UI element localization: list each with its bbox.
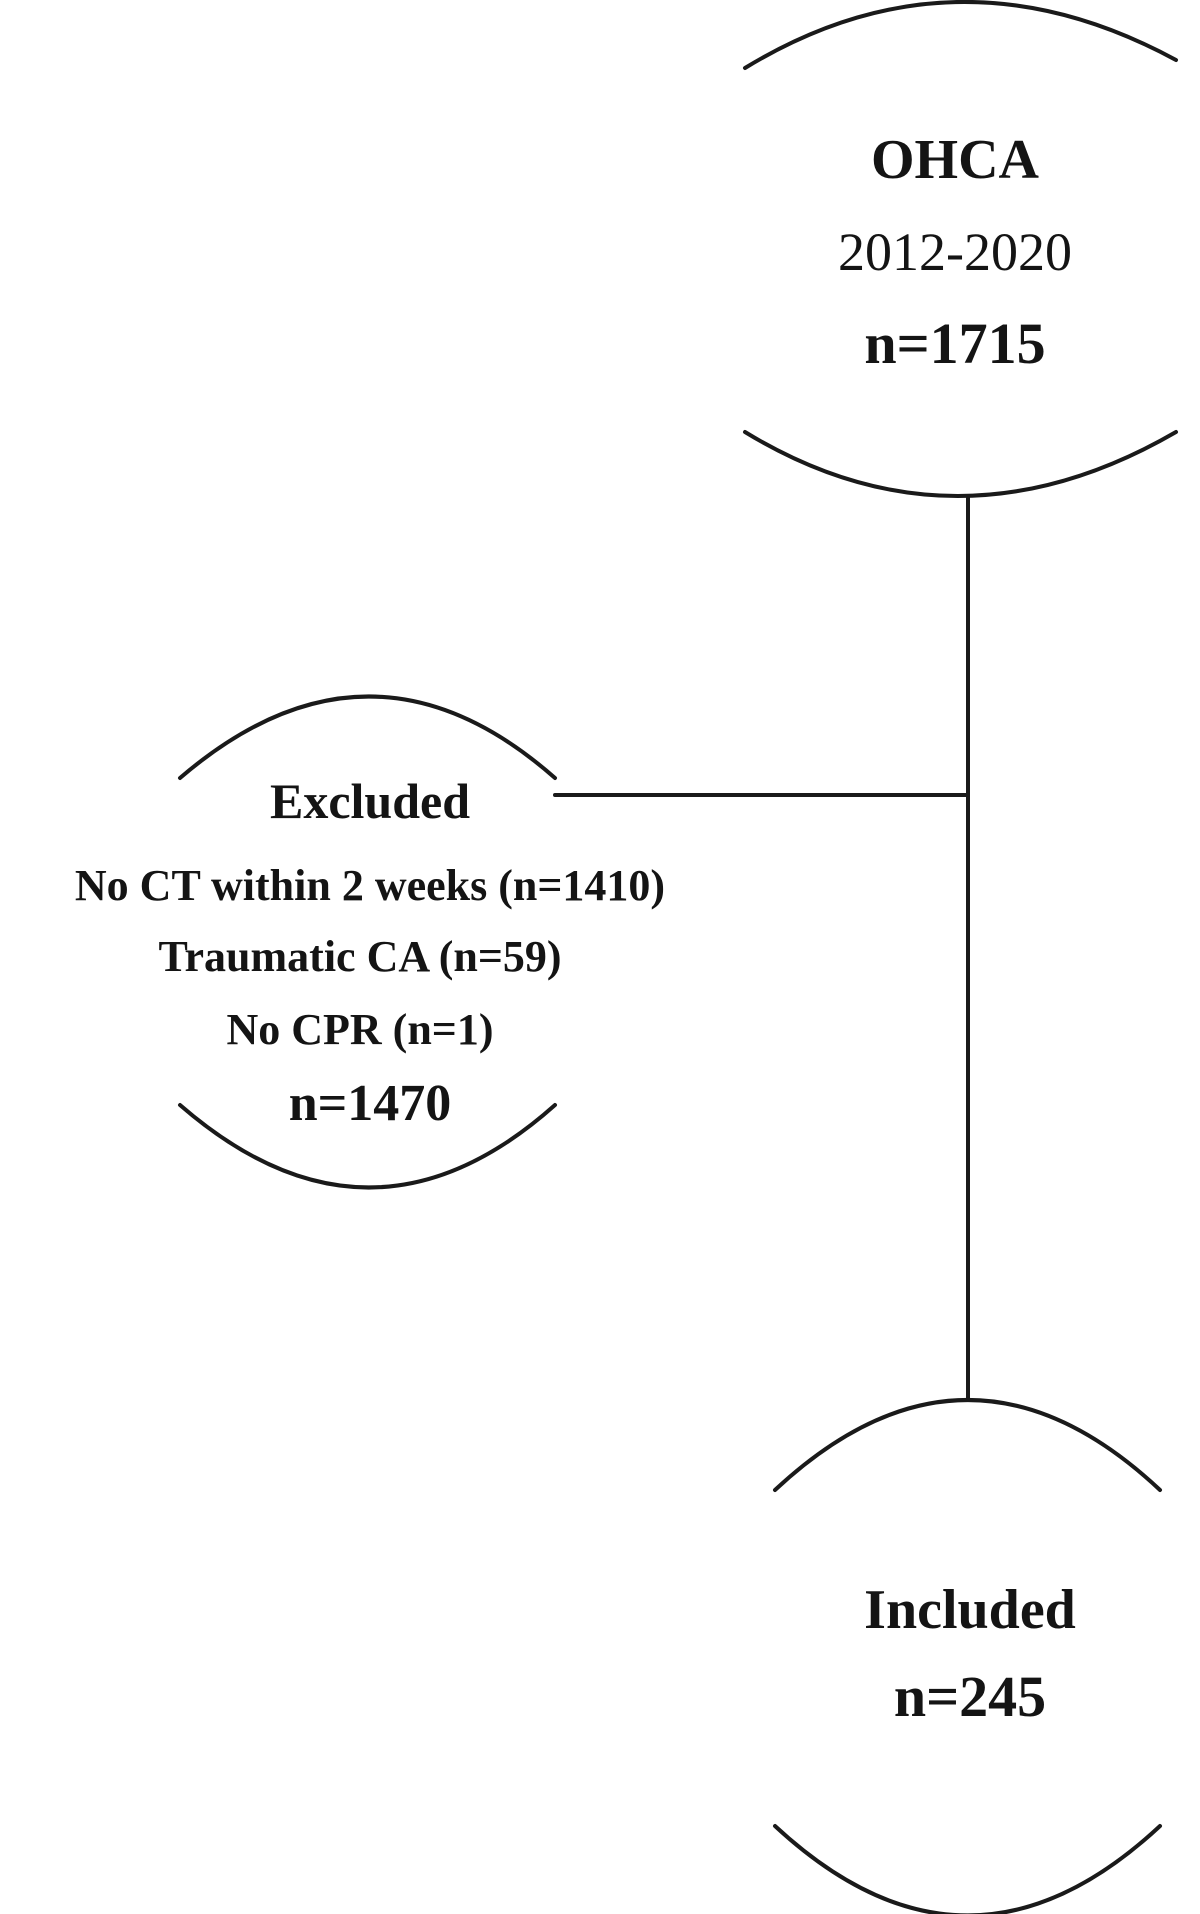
top-node-count: n=1715: [864, 311, 1046, 376]
top-node-upper-arc: [743, 0, 1178, 70]
excluded-node-lower-arc: [178, 1103, 557, 1190]
excluded-reason-no-ct: No CT within 2 weeks (n=1410): [74, 861, 666, 910]
included-node-upper-arc: [773, 1398, 1162, 1492]
included-node-title: Included: [864, 1579, 1076, 1641]
excluded-node-title: Excluded: [269, 773, 471, 829]
top-node-period: 2012-2020: [838, 222, 1072, 282]
excluded-node-count: n=1470: [288, 1075, 452, 1132]
top-node-title: OHCA: [871, 129, 1039, 191]
excluded-node-upper-arc: [178, 694, 557, 780]
included-node-lower-arc: [773, 1824, 1162, 1914]
excluded-reason-no-cpr: No CPR (n=1): [226, 1005, 494, 1054]
top-node-lower-arc: [743, 430, 1178, 498]
excluded-reason-traumatic-ca: Traumatic CA (n=59): [158, 932, 562, 981]
included-node-count: n=245: [893, 1664, 1047, 1729]
